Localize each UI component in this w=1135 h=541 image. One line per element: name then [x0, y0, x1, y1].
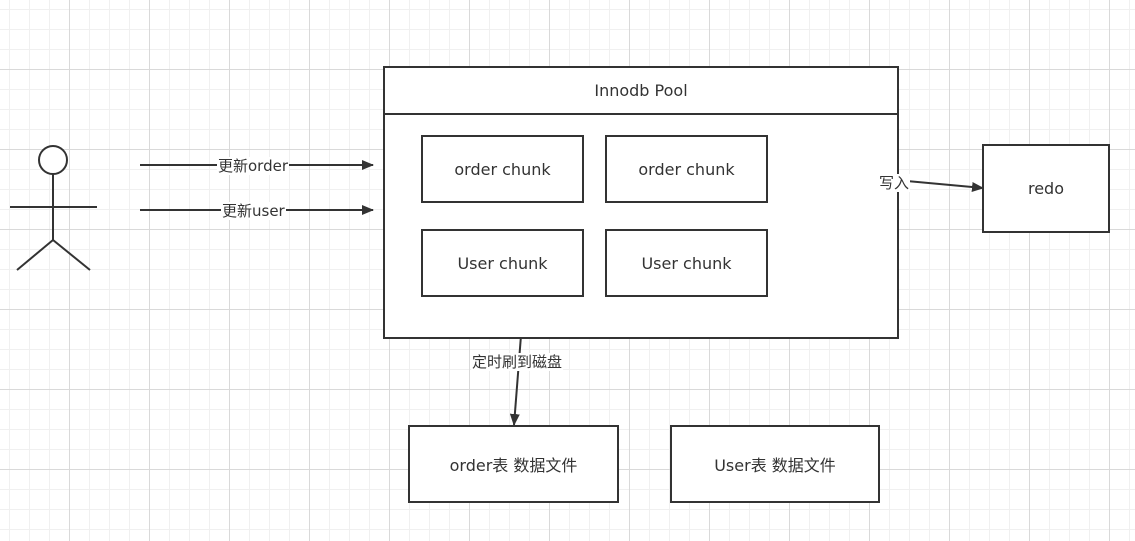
edge-label-flush: 定时刷到磁盘 — [471, 353, 564, 371]
innodb-pool-title: Innodb Pool — [594, 81, 688, 100]
order-chunk-box-1: order chunk — [421, 135, 584, 203]
actor-right-leg — [52, 239, 91, 271]
actor-left-leg — [16, 239, 54, 271]
order-data-file-box: order表 数据文件 — [408, 425, 619, 503]
actor-figure — [10, 145, 97, 271]
redo-box: redo — [982, 144, 1110, 233]
user-data-file-box: User表 数据文件 — [670, 425, 880, 503]
user-chunk-box-2: User chunk — [605, 229, 768, 297]
edge-label-write: 写入 — [878, 174, 911, 192]
user-chunk-box-1: User chunk — [421, 229, 584, 297]
edge-label-update-user: 更新user — [221, 202, 286, 220]
actor-head — [38, 145, 68, 175]
innodb-pool-divider — [383, 113, 899, 115]
edge-label-update-order: 更新order — [217, 157, 289, 175]
order-chunk-box-2: order chunk — [605, 135, 768, 203]
